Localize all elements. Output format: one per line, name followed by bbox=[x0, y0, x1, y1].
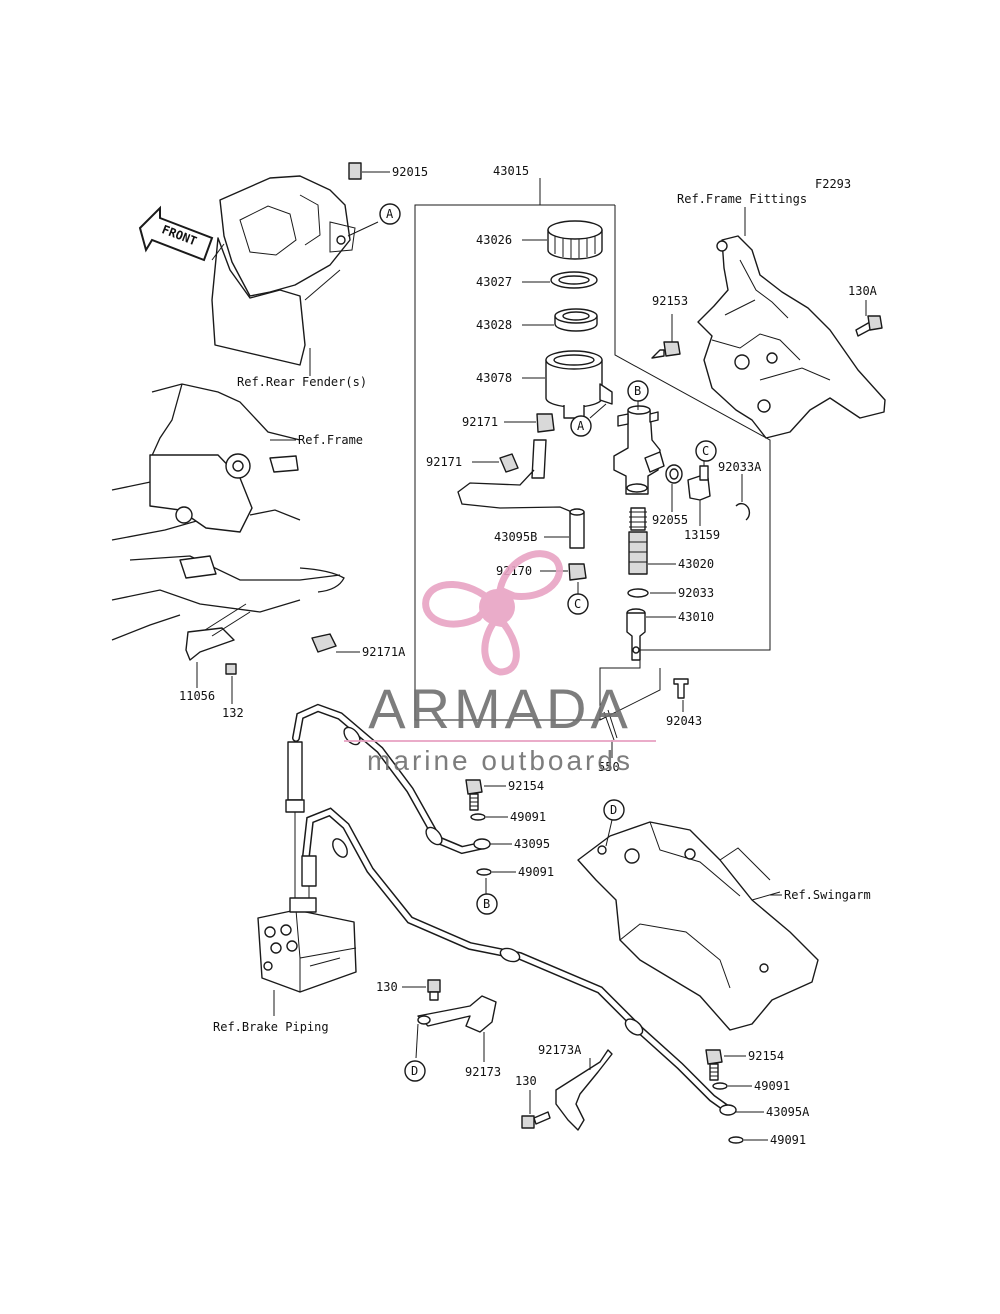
label-130-b: 130 bbox=[515, 1074, 537, 1088]
ref-frame: Ref.Frame bbox=[298, 433, 363, 447]
part-43020-piston[interactable]: 43020 bbox=[628, 507, 714, 575]
part-92153-bolt[interactable]: 92153 bbox=[651, 294, 688, 359]
label-49091-c: 49091 bbox=[754, 1079, 790, 1093]
label-550: 550 bbox=[598, 760, 620, 774]
watermark-brand: ARMADA bbox=[368, 677, 632, 740]
label-92154-b: 92154 bbox=[748, 1049, 784, 1063]
part-43095a-banjo[interactable]: 43095A bbox=[719, 1104, 810, 1119]
part-43078-reservoir[interactable]: 43078 bbox=[476, 350, 613, 419]
part-130a-bolt[interactable]: 130A bbox=[848, 284, 883, 337]
part-92033a-circlip[interactable]: 92033A bbox=[718, 460, 762, 521]
abs-unit-illustration bbox=[257, 897, 357, 1016]
part-92171-clamp-upper[interactable]: 92171 bbox=[462, 413, 555, 433]
callout-b-label-1: B bbox=[634, 384, 641, 398]
label-92171-b: 92171 bbox=[426, 455, 462, 469]
label-92173a: 92173A bbox=[538, 1043, 582, 1057]
watermark: ARMADA marine outboards bbox=[344, 550, 656, 776]
label-43095a: 43095A bbox=[766, 1105, 810, 1119]
label-13159: 13159 bbox=[684, 528, 720, 542]
label-132: 132 bbox=[222, 706, 244, 720]
part-43027-ring[interactable]: 43027 bbox=[476, 271, 598, 289]
part-49091-washer-2[interactable]: 49091 B bbox=[476, 865, 554, 915]
callout-d-label-1: D bbox=[610, 803, 617, 817]
label-43028: 43028 bbox=[476, 318, 512, 332]
part-130-bolt-b[interactable]: 130 bbox=[515, 1074, 551, 1129]
watermark-tagline: marine outboards bbox=[367, 745, 633, 776]
part-92055-oring[interactable]: 92055 bbox=[652, 464, 688, 527]
rear-fender-illustration bbox=[211, 175, 356, 366]
callout-d-swingarm: D bbox=[603, 799, 625, 847]
reservoir-hose bbox=[457, 439, 573, 513]
part-43095-banjo[interactable]: 43095 bbox=[473, 837, 550, 851]
callout-d-label-2: D bbox=[411, 1064, 418, 1078]
label-92055: 92055 bbox=[652, 513, 688, 527]
frame-illustration bbox=[111, 383, 345, 641]
label-92153: 92153 bbox=[652, 294, 688, 308]
callout-c-label-2: C bbox=[702, 444, 709, 458]
label-92015: 92015 bbox=[392, 165, 428, 179]
diagram-code: F2293 bbox=[815, 177, 851, 191]
callout-b-label-2: B bbox=[483, 897, 490, 911]
callout-a-fender: A bbox=[347, 203, 401, 237]
label-130-a: 130 bbox=[376, 980, 398, 994]
label-92173: 92173 bbox=[465, 1065, 501, 1079]
ref-frame-fittings: Ref.Frame Fittings bbox=[677, 192, 807, 206]
part-43095b-hose[interactable]: 43095B bbox=[494, 508, 585, 549]
label-43026: 43026 bbox=[476, 233, 512, 247]
part-92173-clamp[interactable]: 92173 D bbox=[404, 995, 501, 1082]
label-92043: 92043 bbox=[666, 714, 702, 728]
label-92033a: 92033A bbox=[718, 460, 762, 474]
label-92154-a: 92154 bbox=[508, 779, 544, 793]
label-43010: 43010 bbox=[678, 610, 714, 624]
ref-swingarm: Ref.Swingarm bbox=[784, 888, 871, 902]
label-11056: 11056 bbox=[179, 689, 215, 703]
part-11056-bracket[interactable]: 11056 bbox=[179, 603, 251, 703]
master-cylinder-body[interactable]: B bbox=[613, 380, 665, 495]
part-92043-pin[interactable]: 92043 bbox=[666, 678, 702, 728]
part-13159-fitting[interactable]: C 13159 bbox=[684, 440, 720, 542]
callout-a-reservoir: A bbox=[570, 403, 607, 437]
label-92033: 92033 bbox=[678, 586, 714, 600]
part-92171a-clamp[interactable]: 92171A bbox=[311, 633, 406, 659]
label-92171a: 92171A bbox=[362, 645, 406, 659]
part-92033-circlip[interactable]: 92033 bbox=[627, 586, 714, 600]
callout-a-label-2: A bbox=[577, 419, 585, 433]
callout-a-label-1: A bbox=[386, 207, 394, 221]
front-arrow: FRONT bbox=[138, 205, 214, 262]
part-43010-pushrod[interactable]: 43010 bbox=[626, 608, 714, 661]
label-49091-a: 49091 bbox=[510, 810, 546, 824]
part-550-cotter-pin[interactable]: 550 bbox=[598, 709, 620, 774]
label-92171-a: 92171 bbox=[462, 415, 498, 429]
label-43020: 43020 bbox=[678, 557, 714, 571]
label-43027: 43027 bbox=[476, 275, 512, 289]
label-43095: 43095 bbox=[514, 837, 550, 851]
part-92154-bolt-lower[interactable]: 92154 bbox=[705, 1049, 784, 1081]
part-130-bolt-a[interactable]: 130 bbox=[376, 979, 441, 1001]
ref-brake-piping: Ref.Brake Piping bbox=[213, 1020, 329, 1034]
part-43026-cap[interactable]: 43026 bbox=[476, 220, 603, 260]
part-92171-clamp-lower[interactable]: 92171 bbox=[426, 453, 519, 473]
part-92015-clip[interactable]: 92015 bbox=[348, 162, 428, 180]
label-49091-b: 49091 bbox=[518, 865, 554, 879]
part-49091-washer-3[interactable]: 49091 bbox=[712, 1079, 790, 1093]
part-92173a-bracket[interactable]: 92173A bbox=[538, 1043, 613, 1131]
callout-c-label-1: C bbox=[574, 597, 581, 611]
label-130a: 130A bbox=[848, 284, 878, 298]
label-43095b: 43095B bbox=[494, 530, 537, 544]
part-49091-washer-1[interactable]: 49091 bbox=[470, 810, 546, 824]
ref-rear-fender: Ref.Rear Fender(s) bbox=[237, 375, 367, 389]
part-43028-plate[interactable]: 43028 bbox=[476, 308, 598, 332]
swingarm-illustration bbox=[577, 821, 819, 1031]
part-132-bolt[interactable]: 132 bbox=[222, 663, 244, 720]
label-43015: 43015 bbox=[493, 164, 529, 178]
label-49091-d: 49091 bbox=[770, 1133, 806, 1147]
part-92154-bolt-upper[interactable]: 92154 bbox=[465, 779, 544, 811]
frame-fittings-illustration bbox=[697, 235, 886, 439]
watermark-propeller-logo bbox=[422, 550, 563, 676]
label-43078: 43078 bbox=[476, 371, 512, 385]
part-49091-washer-4[interactable]: 49091 bbox=[728, 1133, 806, 1147]
assembly-43015-bracket bbox=[414, 178, 771, 721]
